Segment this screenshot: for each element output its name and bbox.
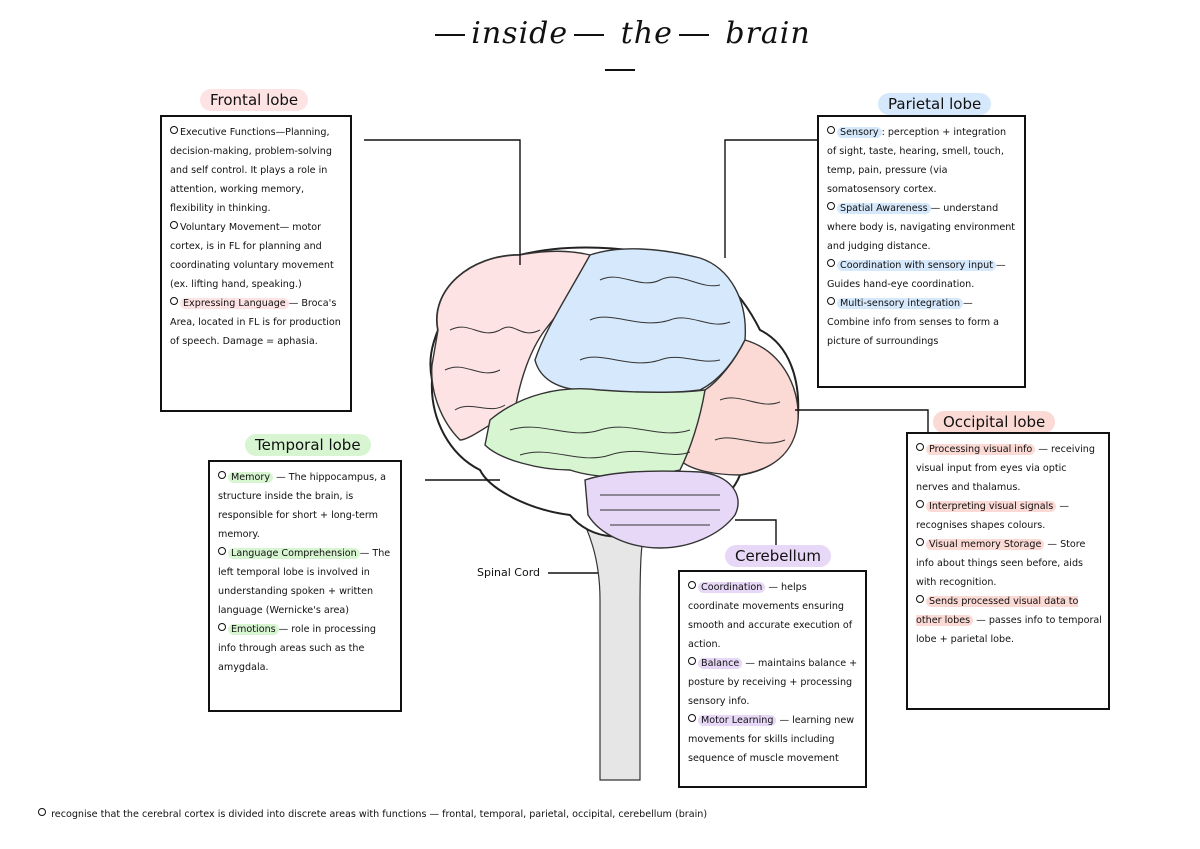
frontal-lobe-label: Frontal lobe (200, 89, 309, 111)
parietal-lobe-card: Sensory: perception + integration of sig… (817, 115, 1026, 388)
list-item: Interpreting visual signals — recognises… (916, 500, 1069, 531)
title-word-the: the (620, 16, 673, 51)
occipital-connector (795, 409, 929, 432)
bullet-icon (916, 500, 924, 508)
bullet-icon (916, 595, 924, 603)
list-item: Visual memory Storage — Store info about… (916, 538, 1086, 588)
parietal-lobe-label: Parietal lobe (878, 93, 992, 115)
footnote-text: recognise that the cerebral cortex is di… (51, 809, 708, 820)
cerebellum-region (584, 470, 739, 549)
list-item: Multi-sensory integration— Combine info … (827, 297, 1000, 347)
list-item: Motor Learning — learning new movements … (688, 714, 855, 764)
cerebellum-card: Coordination — helps coordinate movement… (678, 570, 867, 788)
title-word-inside: inside (471, 16, 569, 51)
cerebellum-label: Cerebellum (725, 545, 831, 567)
cerebellum-connector (735, 519, 777, 545)
temporal-lobe-card: Memory — The hippocampus, a structure in… (208, 460, 402, 712)
bullet-icon (218, 471, 226, 479)
page-title: inside the brain (410, 16, 830, 71)
bullet-icon (218, 547, 226, 555)
gyri-lines (444, 276, 786, 526)
bullet-icon (218, 623, 226, 631)
list-item: Language Comprehension— The left tempora… (218, 547, 391, 616)
frontal-lobe-region (431, 250, 591, 441)
list-item: Emotions— role in processing info throug… (218, 623, 377, 673)
list-item: Coordination with sensory input— Guides … (827, 259, 1006, 290)
occipital-lobe-card: Processing visual info — receiving visua… (906, 432, 1110, 710)
list-item: Sensory: perception + integration of sig… (827, 126, 1007, 195)
list-item: Memory — The hippocampus, a structure in… (218, 471, 387, 540)
bullet-icon (688, 581, 696, 589)
bullet-icon (688, 714, 696, 722)
bullet-icon (688, 657, 696, 665)
list-item: Expressing Language— Broca's Area, locat… (170, 297, 341, 347)
spinal-cord-label: Spinal Cord (477, 566, 541, 579)
bullet-icon (916, 443, 924, 451)
footnote: recognise that the cerebral cortex is di… (38, 806, 858, 824)
connector-lines (364, 139, 929, 574)
temporal-lobe-region (484, 388, 706, 478)
occipital-lobe-region (679, 339, 799, 476)
bullet-icon (38, 808, 46, 816)
bullet-icon (916, 538, 924, 546)
bullet-icon (170, 297, 178, 305)
temporal-lobe-label: Temporal lobe (245, 434, 371, 456)
title-word-brain: brain (725, 16, 811, 51)
list-item: Voluntary Movement— motor cortex, is in … (170, 221, 334, 290)
bullet-icon (827, 126, 835, 134)
bullet-icon (827, 297, 835, 305)
bullet-icon (170, 221, 178, 229)
bullet-icon (827, 259, 835, 267)
occipital-lobe-label: Occipital lobe (933, 411, 1056, 433)
list-item: Sends processed visual data to other lob… (916, 595, 1102, 645)
bullet-icon (827, 202, 835, 210)
bullet-icon (170, 126, 178, 134)
list-item: Processing visual info — receiving visua… (916, 443, 1095, 493)
frontal-lobe-card: Executive Functions—Planning, decision-m… (160, 115, 352, 412)
parietal-connector (724, 139, 817, 258)
list-item: Executive Functions—Planning, decision-m… (170, 126, 332, 214)
list-item: Balance — maintains balance + posture by… (688, 657, 858, 707)
frontal-connector (364, 139, 521, 265)
list-item: Spatial Awareness— understand where body… (827, 202, 1016, 252)
list-item: Coordination — helps coordinate movement… (688, 581, 853, 650)
